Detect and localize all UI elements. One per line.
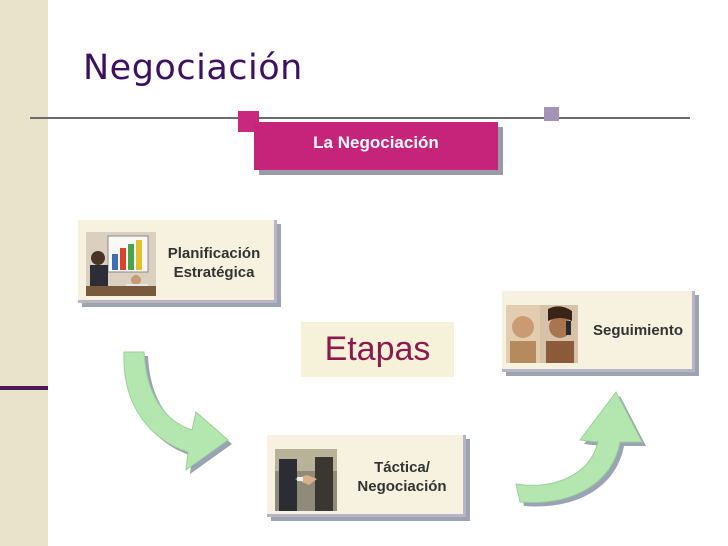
etapas-label-box: Etapas	[301, 322, 454, 377]
header-box: La Negociación	[254, 122, 498, 170]
people-on-phone-photo-icon	[506, 305, 578, 363]
header-label: La Negociación	[313, 133, 439, 152]
slide-title: Negociación	[83, 48, 303, 88]
handshake-photo-icon	[275, 449, 337, 511]
stage-label-line2: Negociación	[357, 478, 447, 495]
left-decorative-bar	[0, 0, 48, 546]
title-divider	[30, 117, 690, 119]
curved-arrow-down-right-icon	[123, 351, 232, 474]
stage-card-seguimiento: Seguimiento	[502, 291, 695, 372]
stage-label-line1: Planificación	[167, 245, 261, 262]
stage-label-line1: Táctica/	[374, 459, 430, 476]
business-meeting-chart-photo-icon	[86, 232, 156, 296]
decor-square-magenta	[238, 111, 259, 132]
stage-label-line2: Estratégica	[173, 264, 255, 281]
left-bar-accent-line	[0, 386, 48, 390]
stage-card-tactica: Táctica/ Negociación	[267, 435, 466, 517]
etapas-label: Etapas	[324, 330, 431, 368]
curved-arrow-up-right-icon	[515, 391, 646, 507]
stage-label: Seguimiento	[592, 322, 683, 339]
stage-card-planificacion: Planificación Estratégica	[78, 220, 277, 303]
decor-square-purple	[544, 107, 559, 121]
